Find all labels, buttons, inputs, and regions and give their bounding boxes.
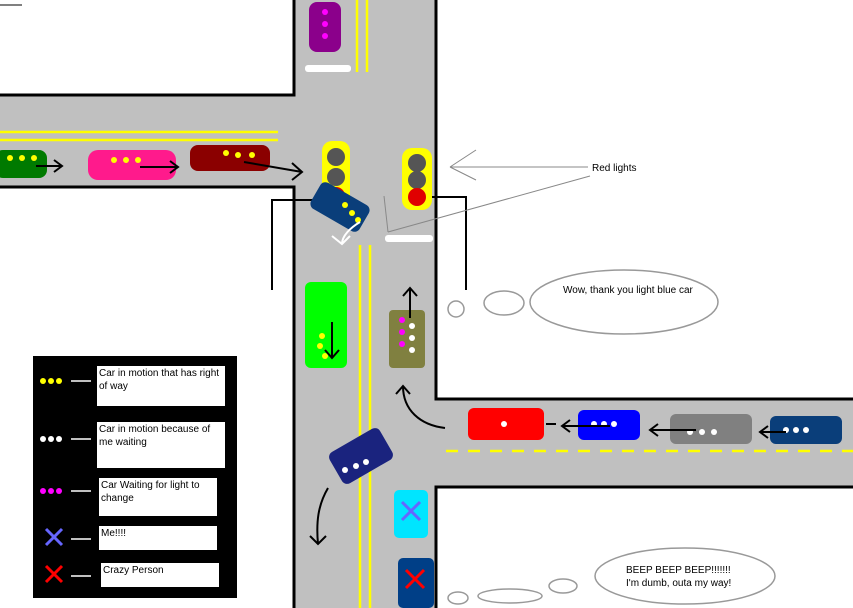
legend-label: Crazy Person [101,563,219,587]
legend: Car in motion that has right of way Car … [33,356,237,598]
legend-label: Me!!!! [99,526,217,550]
thanks-bubble-text: Wow, thank you light blue car [563,285,693,296]
beep-bubble [447,547,776,605]
horizontal-road-east [294,399,853,487]
car-green-left [0,150,64,178]
red-x-icon [44,564,64,584]
car-olive [389,286,425,368]
legend-label: Car in motion because of me waiting [97,422,225,468]
red-lights-label: Red lights [592,163,637,174]
beep-bubble-line1: BEEP BEEP BEEP!!!!!!! [626,565,731,576]
car-crazy [398,558,434,608]
car-navy-turning [309,428,393,546]
legend-label: Car in motion that has right of way [97,366,225,406]
car-blue [560,410,640,440]
traffic-light-right [402,148,432,210]
car-gray [648,414,752,444]
car-dark-blue-right [758,416,842,444]
car-bright-green [305,282,347,368]
white-dots-icon [40,436,62,442]
car-pink [88,150,180,180]
turn-arrow-up [395,384,446,429]
yellow-dots-icon [40,378,62,384]
car-me [394,490,428,538]
legend-label: Car Waiting for light to change [99,478,217,516]
beep-bubble-line2: I'm dumb, outa my way! [626,578,732,589]
thanks-bubble [447,269,719,335]
red-lights-pointer [383,149,591,233]
light-poles [271,196,467,290]
stop-lines [305,65,433,242]
traffic-light-top [309,2,341,52]
car-maroon [190,145,304,181]
blue-x-icon [44,527,64,547]
car-light-blue [310,182,370,246]
car-red [468,408,556,440]
magenta-dots-icon [40,488,62,494]
